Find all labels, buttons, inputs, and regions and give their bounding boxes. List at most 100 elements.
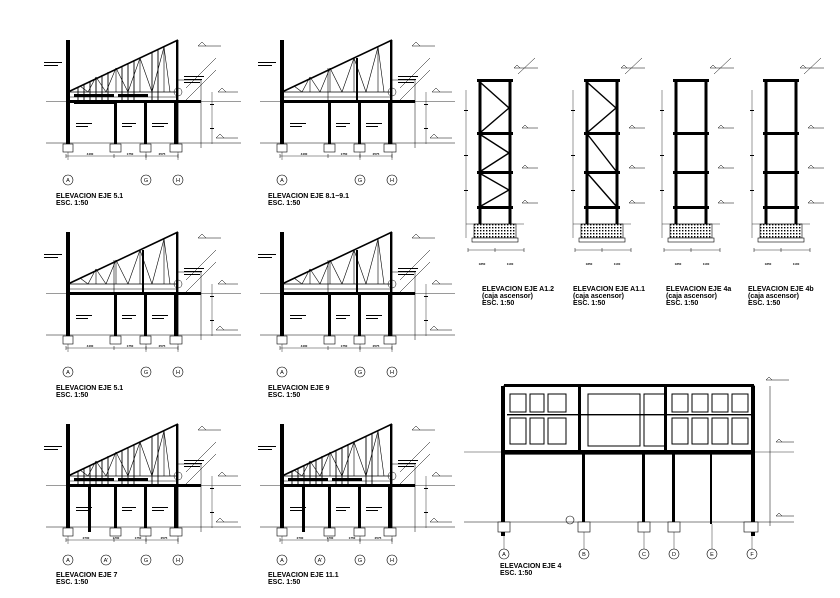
elevation-eje-a1-1: 1850 1100 [570, 57, 646, 266]
elevation-eje-7: A A' G H 2700 1700 1750 2575 [43, 423, 242, 566]
dimension-value: 4400 [87, 152, 94, 156]
drawing-subtitle: (caja ascensor) [573, 293, 624, 300]
axis-label: H [390, 558, 394, 564]
axis-label: G [144, 558, 148, 564]
drawing-scale: ESC. 1:50 [268, 392, 301, 399]
elevation-eje-4b: 1850 1100 [749, 57, 825, 266]
axis-label: C [642, 552, 646, 558]
drawing-scale: ESC. 1:50 [268, 200, 301, 207]
dimension-value: 1100 [703, 262, 710, 266]
drawing-subtitle: (caja ascensor) [748, 293, 799, 300]
drawing-title-block: ELEVACION EJE 4a (caja ascensor) ESC. 1:… [666, 286, 731, 307]
axis-label: A' [104, 558, 109, 564]
dimension-value: 4400 [301, 344, 308, 348]
axis-label: H [176, 558, 180, 564]
dimension-value: 1100 [793, 262, 800, 266]
axis-label: H [390, 178, 394, 184]
drawing-scale: ESC. 1:50 [666, 300, 699, 307]
axis-label: A [280, 370, 284, 376]
drawing-title: ELEVACION EJE 8.1−9.1 [268, 193, 349, 200]
dimension-value: 2575 [373, 152, 380, 156]
drawing-scale: ESC. 1:50 [500, 570, 533, 577]
drawing-title: ELEVACION EJE 5.1 [56, 193, 124, 200]
dimension-value: 1850 [479, 262, 486, 266]
drawing-title-block: ELEVACION EJE 4b (caja ascensor) ESC. 1:… [748, 286, 814, 307]
axis-label: A [502, 552, 506, 558]
drawing-title-block: ELEVACION EJE 11.1 ESC. 1:50 [268, 572, 339, 586]
drawing-title: ELEVACION EJE 11.1 [268, 572, 339, 579]
dimension-value: 1850 [765, 262, 772, 266]
dimension-value: 1100 [507, 262, 514, 266]
drawing-title: ELEVACION EJE 4 [500, 563, 562, 570]
dimension-value: 1850 [586, 262, 593, 266]
elevation-eje-9: A G H 4400 1750 2575 [257, 231, 456, 378]
drawing-title-block: ELEVACION EJE 4 ESC. 1:50 [500, 563, 561, 577]
axis-label: G [358, 178, 362, 184]
drawing-scale: ESC. 1:50 [573, 300, 606, 307]
dimension-value: 2575 [375, 536, 382, 540]
dimension-value: 2700 [83, 536, 90, 540]
elevation-eje-11-1: A A' G H 2700 1700 1750 2575 [257, 423, 456, 566]
drawing-title: ELEVACION EJE 7 [56, 572, 118, 579]
drawing-scale: ESC. 1:50 [268, 579, 301, 586]
dimension-value: 4400 [87, 344, 94, 348]
axis-label: A [66, 558, 70, 564]
dimension-value: 1750 [349, 536, 356, 540]
drawing-scale: ESC. 1:50 [482, 300, 515, 307]
dimension-value: 1100 [614, 262, 621, 266]
drawing-subtitle: (caja ascensor) [482, 293, 533, 300]
drawing-title-block: ELEVACION EJE 8.1−9.1 ESC. 1:50 [268, 193, 349, 207]
dimension-value: 2700 [297, 536, 304, 540]
axis-label: B [582, 552, 586, 558]
drawing-scale: ESC. 1:50 [56, 200, 89, 207]
drawing-title-block: ELEVACION EJE 7 ESC. 1:50 [56, 572, 117, 586]
elevation-eje-a1-2: 1850 1100 [463, 57, 539, 266]
axis-label: A [66, 178, 70, 184]
dimension-value: 2575 [159, 152, 166, 156]
axis-label: F [750, 552, 754, 558]
elevation-eje-8-1-9-1: A G H 4400 1750 2575 [257, 39, 456, 186]
dimension-value: 2575 [373, 344, 380, 348]
drawing-title-block: ELEVACION EJE 5.1 ESC. 1:50 [56, 193, 123, 207]
drawing-title: ELEVACION EJE A1.1 [573, 286, 645, 293]
elevation-eje-5-1-b: A G H 4400 1750 2575 [43, 231, 242, 378]
drawing-title: ELEVACION EJE 4b [748, 286, 814, 293]
axis-label: A [280, 558, 284, 564]
drawing-scale: ESC. 1:50 [56, 579, 89, 586]
dimension-value: 4400 [301, 152, 308, 156]
axis-label: H [176, 370, 180, 376]
drawing-title: ELEVACION EJE A1.2 [482, 286, 554, 293]
drawing-title-block: ELEVACION EJE A1.2 (caja ascensor) ESC. … [482, 286, 554, 307]
axis-label: G [358, 558, 362, 564]
drawing-title: ELEVACION EJE 9 [268, 385, 330, 392]
axis-label: G [358, 370, 362, 376]
drawing-title: ELEVACION EJE 4a [666, 286, 732, 293]
drawing-subtitle: (caja ascensor) [666, 293, 717, 300]
drawing-title-block: ELEVACION EJE 9 ESC. 1:50 [268, 385, 329, 399]
drawing-scale: ESC. 1:50 [56, 392, 89, 399]
dimension-value: 1700 [327, 536, 334, 540]
drawing-title: ELEVACION EJE 5.1 [56, 385, 124, 392]
elevation-eje-4: A B C D E F [464, 376, 794, 560]
axis-label: A [280, 178, 284, 184]
elevation-eje-4a: 1850 1100 [659, 57, 735, 266]
drawing-title-block: ELEVACION EJE A1.1 (caja ascensor) ESC. … [573, 286, 645, 307]
axis-label: A [66, 370, 70, 376]
dimension-value: 1750 [341, 152, 348, 156]
axis-label: D [672, 552, 676, 558]
dimension-value: 1750 [341, 344, 348, 348]
dimension-value: 1750 [135, 536, 142, 540]
axis-label: H [176, 178, 180, 184]
axis-label: A' [318, 558, 323, 564]
drawing-title-block: ELEVACION EJE 5.1 ESC. 1:50 [56, 385, 123, 399]
dimension-value: 1750 [127, 152, 134, 156]
elevation-eje-5-1-a: A G H 4400 1750 2575 [43, 39, 242, 186]
dimension-value: 1850 [675, 262, 682, 266]
dimension-value: 1700 [113, 536, 120, 540]
axis-label: G [144, 178, 148, 184]
dimension-value: 1750 [127, 344, 134, 348]
drawing-scale: ESC. 1:50 [748, 300, 781, 307]
axis-label: G [144, 370, 148, 376]
axis-label: E [710, 552, 714, 558]
